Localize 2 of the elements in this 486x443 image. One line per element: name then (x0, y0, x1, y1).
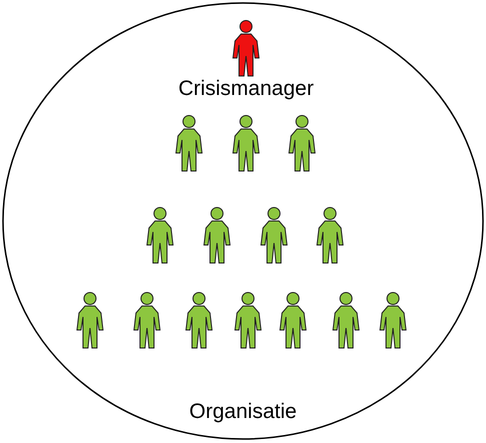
role-label: Crisismanager (178, 77, 314, 101)
node-label: Organisatie (189, 400, 297, 424)
